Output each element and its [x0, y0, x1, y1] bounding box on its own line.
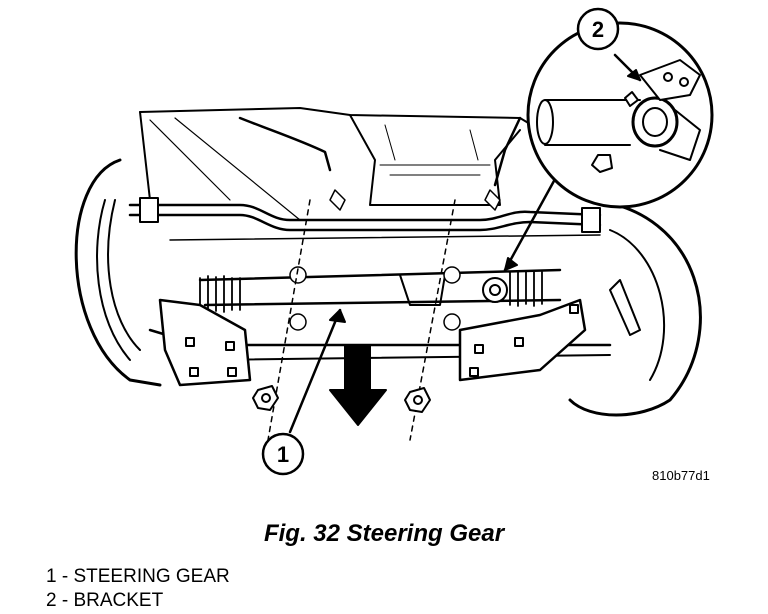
- legend: 1 - STEERING GEAR 2 - BRACKET: [46, 565, 230, 613]
- legend-number: 1: [46, 566, 57, 587]
- legend-separator: -: [56, 566, 74, 587]
- mounting-bolts: [289, 189, 501, 331]
- steering-gear-illustration: 1 2: [74, 7, 714, 476]
- callout-2-number: 2: [592, 17, 604, 42]
- oil-pan: [349, 114, 521, 206]
- legend-item: 1 - STEERING GEAR: [46, 565, 230, 589]
- hose-line: [238, 116, 332, 172]
- callout-2-leader: [503, 168, 562, 272]
- figure-id: 810b77d1: [652, 468, 710, 483]
- callout-1-bubble: [261, 432, 305, 476]
- removal-direction-arrow: [329, 344, 387, 426]
- callout-1-number: 1: [277, 442, 289, 467]
- mounting-nuts: [252, 385, 431, 413]
- legend-number: 2: [46, 590, 57, 611]
- legend-item: 2 - BRACKET: [46, 589, 230, 613]
- legend-label: STEERING GEAR: [73, 566, 230, 587]
- legend-label: BRACKET: [73, 590, 164, 611]
- left-mount-bracket: [158, 298, 252, 387]
- stabilizer-bar: [128, 203, 602, 222]
- vehicle-body-outline: [139, 107, 541, 131]
- right-wheel: [568, 198, 702, 417]
- bracket-detail-inset: [526, 21, 714, 209]
- legend-separator: -: [56, 590, 74, 611]
- callout-2-bubble: [576, 7, 620, 51]
- callout-1-leader: [288, 308, 342, 434]
- steering-gear-rack: [198, 268, 562, 313]
- left-wheel: [74, 158, 162, 387]
- figure-caption: Fig. 32 Steering Gear: [263, 520, 505, 547]
